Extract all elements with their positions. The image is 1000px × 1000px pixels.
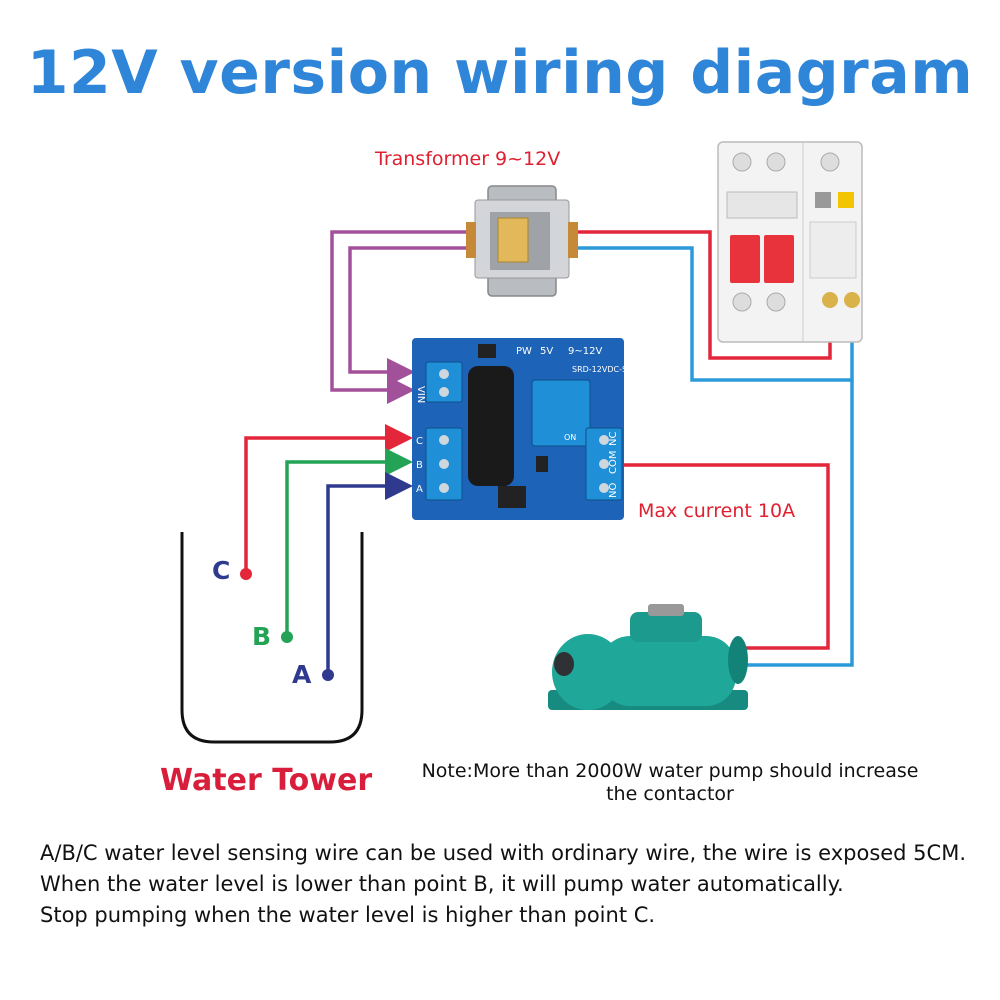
probe-a-label: A [292,660,312,689]
description-line-3: Stop pumping when the water level is hig… [40,903,656,927]
note-text: Note:More than 2000W water pump should i… [421,760,919,805]
board-label-com: COM [608,451,619,474]
board-label-on: ON [564,433,576,442]
max-current-label: Max current 10A [638,500,796,522]
water-tower-label: Water Tower [160,763,373,798]
probe-a-dot [322,669,334,681]
description-line-1: A/B/C water level sensing wire can be us… [40,841,966,865]
water-pump-icon [548,604,748,710]
description-line-2: When the water level is lower than point… [40,872,844,896]
board-label-c: C [416,436,423,447]
description-block: A/B/C water level sensing wire can be us… [40,838,980,931]
transformer-icon [466,185,578,297]
board-label-relay: SRD-12VDC-SL-C [572,365,640,374]
board-label-nc: NC [608,432,619,446]
board-label-a: A [416,484,423,495]
board-label-12v: 9~12V [568,346,602,357]
probe-b-label: B [252,622,272,651]
controller-board [412,338,624,520]
board-label-5v: 5V [540,346,553,357]
probe-b-dot [281,631,293,643]
board-label-pw: PW [516,346,532,357]
probe-c-label: C [212,556,231,585]
purple-wires [330,230,470,404]
probe-c-dot [240,568,252,580]
blue-wires [572,246,854,667]
water-tower-container [180,532,364,744]
transformer-label: Transformer 9~12V [375,148,561,170]
page-title: 12V version wiring diagram [26,38,974,108]
board-label-b: B [416,460,423,471]
board-label-vin: VIN [415,386,426,403]
board-label-no: NO [608,483,619,498]
probe-wires [244,424,413,675]
circuit-breaker-icon [717,141,863,343]
